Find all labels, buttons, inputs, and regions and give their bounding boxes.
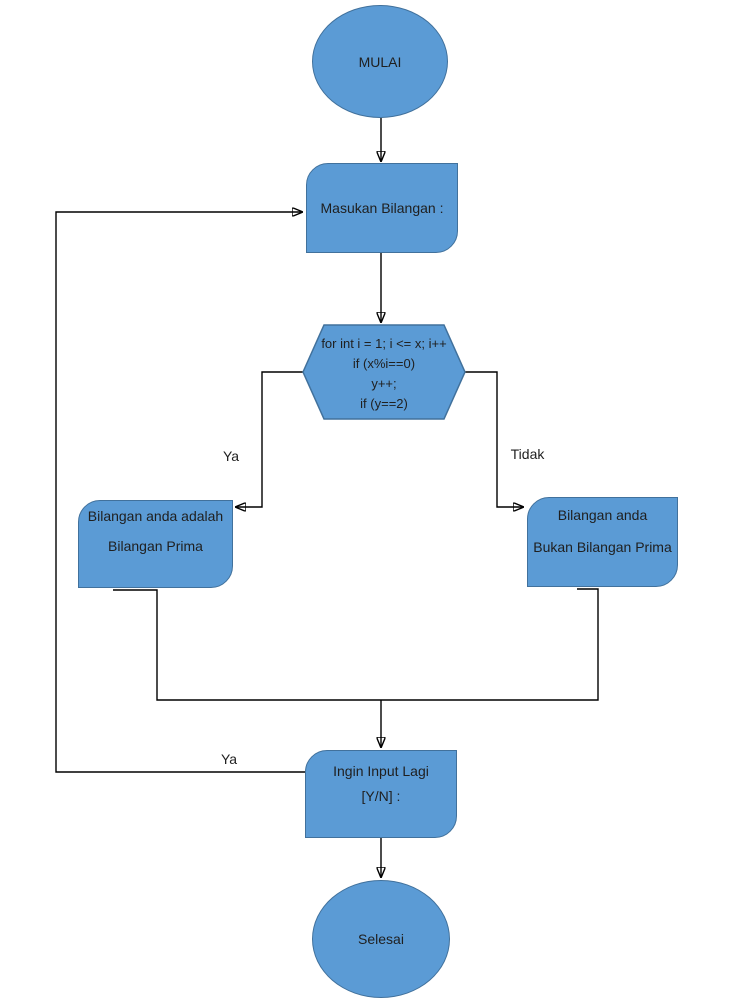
input-node: Masukan Bilangan : bbox=[306, 163, 458, 253]
edge-loopback-to-input bbox=[55, 212, 305, 773]
process-node-text: for int i = 1; i <= x; i++ if (x%i==0) y… bbox=[302, 334, 466, 414]
start-terminator: MULAI bbox=[312, 5, 448, 118]
loop-prompt-node: Ingin Input Lagi [Y/N] : bbox=[305, 750, 457, 838]
process-line-1: for int i = 1; i <= x; i++ bbox=[321, 336, 447, 351]
yes-branch-label: Ya bbox=[222, 448, 240, 464]
start-label: MULAI bbox=[358, 53, 402, 70]
process-line-4: if (y==2) bbox=[360, 396, 408, 411]
not-prime-result-node: Bilangan anda Bukan Bilangan Prima bbox=[527, 497, 678, 587]
process-line-3: y++; bbox=[371, 376, 397, 391]
prime-line-1: Bilangan anda adalah bbox=[87, 508, 224, 524]
edge-process-to-notprime bbox=[465, 371, 523, 507]
prime-line-2: Bilangan Prima bbox=[108, 538, 203, 554]
process-line-2: if (x%i==0) bbox=[352, 356, 416, 371]
edge-process-to-prime bbox=[236, 371, 303, 507]
loop-prompt-line-2: [Y/N] : bbox=[361, 788, 401, 804]
not-prime-line-1: Bilangan anda bbox=[557, 507, 648, 523]
loop-prompt-line-1: Ingin Input Lagi bbox=[333, 763, 429, 779]
end-label: Selesai bbox=[358, 931, 404, 947]
process-hexagon-shape bbox=[302, 324, 466, 420]
edge-notprime-to-merge bbox=[381, 588, 599, 701]
not-prime-line-2: Bukan Bilangan Prima bbox=[533, 539, 672, 555]
prime-result-node: Bilangan anda adalah Bilangan Prima bbox=[78, 500, 233, 588]
no-branch-label: Tidak bbox=[510, 446, 545, 462]
input-label: Masukan Bilangan : bbox=[320, 200, 444, 216]
edge-prime-to-merge bbox=[113, 589, 381, 701]
end-terminator: Selesai bbox=[312, 880, 450, 998]
loop-back-label: Ya bbox=[220, 751, 238, 767]
